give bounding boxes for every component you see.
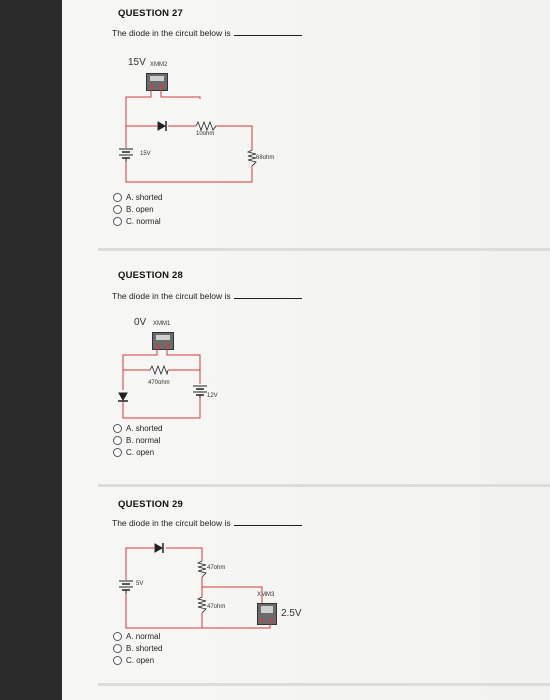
radio-button[interactable] [113,656,122,665]
q28-option-a[interactable]: A. shorted [113,424,162,433]
q29-option-b[interactable]: B. shorted [113,644,162,653]
radio-button[interactable] [113,632,122,641]
divider [98,683,550,686]
q28-resistor-icon [149,364,169,376]
radio-button[interactable] [113,193,122,202]
q27-source-label: 15V [140,151,151,157]
q28-multimeter [152,332,174,350]
q27-battery-icon [119,148,133,162]
q29-diode-icon [154,543,164,553]
question-27-text: The diode in the circuit below is [112,28,302,38]
q29-multimeter [257,603,277,625]
answer-blank [233,298,302,299]
q28-battery-icon [193,385,207,398]
q27-resistor2-label: 68ohm [256,155,275,161]
q28-circuit [122,348,201,419]
q28-diode-icon [118,392,128,402]
q27-meter-label: XMM2 [150,62,168,68]
q29-resistor1-icon [196,560,207,578]
q29-resistor1-label: 47ohm [207,565,226,571]
q29-option-c[interactable]: C. open [113,656,154,665]
radio-button[interactable] [113,217,122,226]
q27-option-b[interactable]: B. open [113,205,154,214]
q27-option-a[interactable]: A. shorted [113,193,162,202]
q28-meter-label: XMM1 [153,321,171,327]
q27-diode-icon [157,121,167,131]
radio-button[interactable] [113,448,122,457]
question-28-title: QUESTION 28 [118,270,184,281]
q28-option-b[interactable]: B. normal [113,436,160,445]
q27-resistor2-icon [246,149,257,167]
q28-source-label: 12V [207,393,218,399]
radio-button[interactable] [113,205,122,214]
q29-battery-icon [119,580,133,594]
answer-blank [233,35,302,36]
divider [98,248,550,251]
quiz-page [62,0,550,700]
q29-meter-reading: 2.5V [281,608,302,619]
q29-resistor2-icon [196,596,207,614]
q29-option-a[interactable]: A. normal [113,632,160,641]
answer-blank [233,525,302,526]
question-29-text: The diode in the circuit below is [112,518,302,528]
q27-circuit [125,89,253,183]
q29-circuit [125,547,271,629]
radio-button[interactable] [113,424,122,433]
radio-button[interactable] [113,436,122,445]
q28-resistor-label: 470ohm [148,380,170,386]
q29-resistor2-label: 47ohm [207,604,226,610]
question-29-title: QUESTION 29 [118,499,184,510]
q27-resistor1-icon [195,120,217,132]
q28-meter-reading: 0V [134,317,147,328]
divider [98,484,550,487]
question-28-text: The diode in the circuit below is [112,291,302,301]
q27-option-c[interactable]: C. normal [113,217,161,226]
q27-meter-reading: 15V [128,57,146,68]
q27-multimeter [146,73,168,91]
q28-option-c[interactable]: C. open [113,448,154,457]
q27-resistor1-label: 10ohm [196,131,215,137]
radio-button[interactable] [113,644,122,653]
q29-meter-label: XMM3 [257,592,275,598]
q29-source-label: 5V [136,581,144,587]
question-27-title: QUESTION 27 [118,8,184,19]
